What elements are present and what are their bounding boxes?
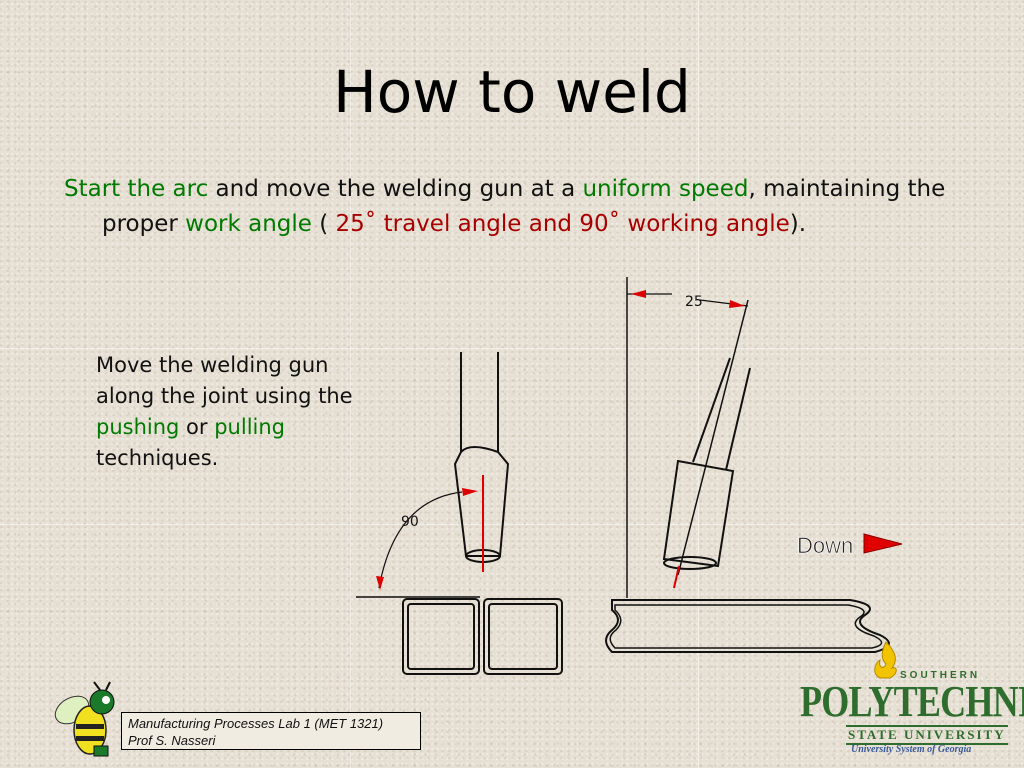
paragraph-text: , maintaining the proper: [102, 176, 946, 237]
grid-line: [698, 0, 699, 768]
angle-25-label: 25: [685, 294, 703, 310]
grid-line: [0, 524, 1024, 525]
angle-phrase-text: 25˚ travel angle and 90˚ working angle: [335, 211, 790, 237]
logo-southern: SOUTHERN: [900, 670, 981, 681]
flame-icon: [874, 641, 897, 679]
logo-state-university: STATE UNIVERSITY: [846, 725, 1008, 745]
side-text: or: [179, 415, 215, 439]
yellow-jacket-mascot: [54, 681, 115, 757]
paragraph-text: and move the welding gun at a: [208, 176, 583, 202]
welding-diagram: 25 90 Down: [356, 277, 903, 675]
logo-polytechnic: POLYTECHNIC: [800, 677, 1024, 726]
paragraph-text: ).: [789, 211, 807, 237]
body-paragraph: Start the arc and move the welding gun a…: [64, 172, 962, 242]
professor-text: Prof S. Nasseri: [128, 733, 216, 748]
pushing-text: pushing: [96, 415, 180, 439]
footer-box: Manufacturing Processes Lab 1 (MET 1321)…: [121, 712, 421, 750]
slide-title: How to weld: [333, 58, 691, 126]
grid-line: [0, 348, 1024, 349]
course-text: Manufacturing Processes Lab 1 (MET 1321): [128, 716, 384, 731]
grid-line: [350, 0, 351, 768]
angle-90-label: 90: [401, 514, 419, 530]
direction-label: Down: [797, 533, 853, 558]
paragraph-text: (: [311, 211, 336, 237]
side-paragraph: Move the welding gun along the joint usi…: [96, 350, 366, 474]
logo-university-system: University System of Georgia: [851, 744, 972, 755]
welding-gun-vertical: [453, 352, 510, 563]
pulling-text: pulling: [214, 415, 286, 439]
uniform-speed-text: uniform speed: [582, 176, 749, 202]
start-the-arc-text: Start the arc: [64, 176, 209, 202]
work-angle-text: work angle: [185, 211, 312, 237]
side-text: Move the welding gun along the joint usi…: [96, 353, 353, 408]
welding-gun-angled: [662, 357, 751, 570]
side-text: techniques.: [96, 446, 219, 470]
